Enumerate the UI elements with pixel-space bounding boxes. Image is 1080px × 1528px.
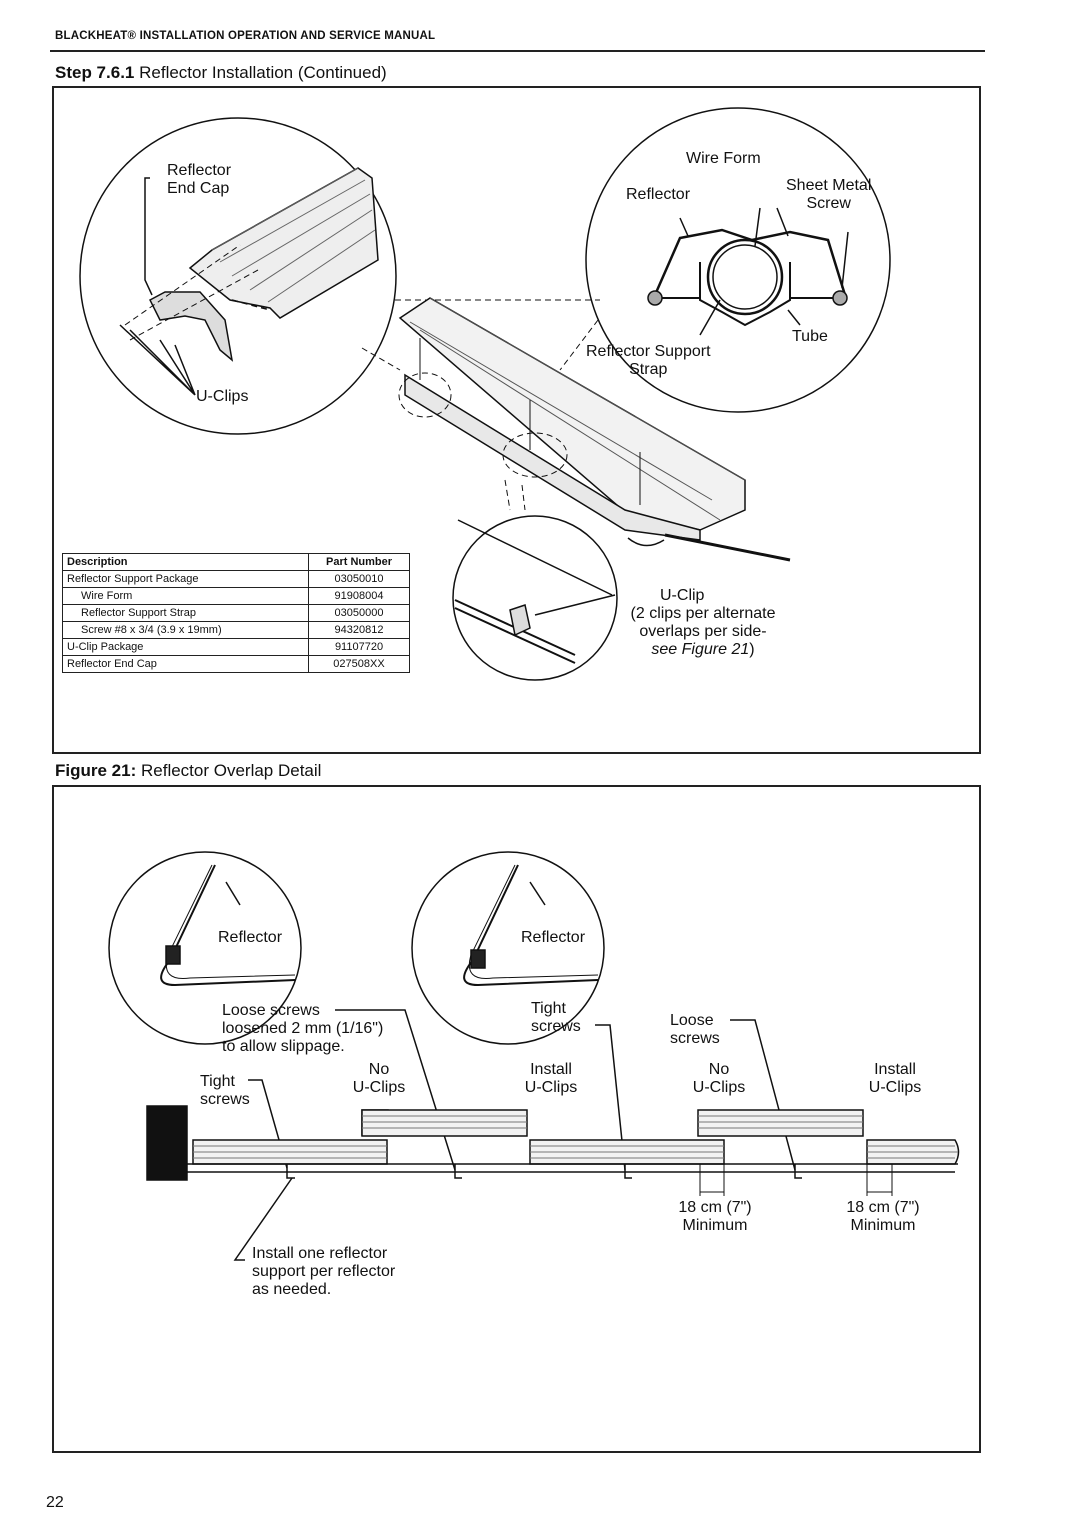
- manual-header: BLACKHEAT® INSTALLATION OPERATION AND SE…: [55, 30, 435, 42]
- figure-21-caption: Figure 21: Reflector Overlap Detail: [55, 761, 321, 781]
- figure-panel-installation: [52, 86, 981, 754]
- part-description: Reflector Support Strap: [62, 604, 309, 622]
- part-description: Reflector End Cap: [62, 655, 309, 673]
- u-clip-note-see-figure: see Figure 21: [651, 641, 750, 658]
- label-install-support: Install one reflector support per reflec…: [252, 1245, 396, 1298]
- label-reflector-support-strap: Reflector Support Strap: [586, 343, 711, 378]
- label-reflector-left: Reflector: [218, 929, 283, 946]
- label-reflector-end-cap-text: Reflector End Cap: [167, 162, 232, 197]
- label-reflector: Reflector: [626, 186, 691, 203]
- label-u-clip: U-Clip: [660, 587, 705, 604]
- label-tight-screws-left: Tight screws: [200, 1073, 250, 1108]
- detail-circle-end-cap: [79, 117, 397, 435]
- label-reflector-end-cap: Reflector End Cap: [167, 162, 231, 198]
- label-sheet-metal-screw: Sheet Metal Screw: [786, 177, 872, 212]
- parts-table-header-row: Description Part Number: [62, 553, 410, 571]
- label-minimum-2: 18 cm (7") Minimum: [846, 1199, 920, 1234]
- u-clip-note-line2: overlaps per side-: [639, 623, 767, 640]
- header-title: INSTALLATION OPERATION AND SERVICE MANUA…: [139, 30, 436, 42]
- table-row: Screw #8 x 3/4 (3.9 x 19mm)94320812: [62, 621, 410, 639]
- part-number: 027508XX: [308, 655, 410, 673]
- label-reflector-right: Reflector: [521, 929, 586, 946]
- u-clip-note-line1: (2 clips per alternate: [630, 605, 776, 622]
- parts-header-description: Description: [62, 553, 309, 571]
- label-no-uclips-1: No U-Clips: [352, 1061, 406, 1096]
- part-number: 94320812: [308, 621, 410, 639]
- figure-21-title: Reflector Overlap Detail: [140, 761, 322, 780]
- label-loose-screws-right: Loose screws: [670, 1012, 720, 1047]
- label-no-uclips-2: No U-Clips: [692, 1061, 746, 1096]
- u-clip-note-close: ): [749, 641, 755, 658]
- label-u-clips: U-Clips: [196, 388, 249, 405]
- part-number: 91107720: [308, 638, 410, 656]
- header-rule: [50, 50, 985, 52]
- label-loose-screws-note: Loose screws loosened 2 mm (1/16") to al…: [222, 1002, 384, 1055]
- part-description: Wire Form: [62, 587, 309, 605]
- label-install-uclips-2: Install U-Clips: [868, 1061, 922, 1096]
- label-tube: Tube: [792, 328, 828, 345]
- part-number: 03050000: [308, 604, 410, 622]
- step-heading: Step 7.6.1 Reflector Installation (Conti…: [55, 63, 387, 83]
- header-brand: BLACKHEAT®: [55, 30, 137, 42]
- part-number: 91908004: [308, 587, 410, 605]
- figure-21-prefix: Figure 21:: [55, 761, 137, 780]
- label-wire-form: Wire Form: [686, 150, 761, 167]
- step-number: Step 7.6.1: [55, 63, 135, 82]
- detail-circle-loose: [108, 851, 302, 1045]
- detail-circle-u-clip: [452, 515, 618, 681]
- page-number: 22: [46, 1494, 64, 1511]
- step-title: Reflector Installation (Continued): [139, 63, 387, 82]
- figure-panel-overlap: [52, 785, 981, 1453]
- parts-header-part-number: Part Number: [308, 553, 410, 571]
- part-number: 03050010: [308, 570, 410, 588]
- label-tight-screws-top: Tight screws: [531, 1000, 581, 1035]
- detail-circle-wire-form: [585, 107, 891, 413]
- detail-circle-tight: [411, 851, 605, 1045]
- label-install-uclips-1: Install U-Clips: [524, 1061, 578, 1096]
- part-description: U-Clip Package: [62, 638, 309, 656]
- label-minimum-1: 18 cm (7") Minimum: [678, 1199, 752, 1234]
- label-u-clip-note: (2 clips per alternate overlaps per side…: [618, 605, 788, 659]
- part-description: Screw #8 x 3/4 (3.9 x 19mm): [62, 621, 309, 639]
- parts-table: Description Part Number Reflector Suppor…: [62, 553, 410, 673]
- part-description: Reflector Support Package: [62, 570, 309, 588]
- u-clip-note-line3: see Figure 21): [618, 641, 788, 659]
